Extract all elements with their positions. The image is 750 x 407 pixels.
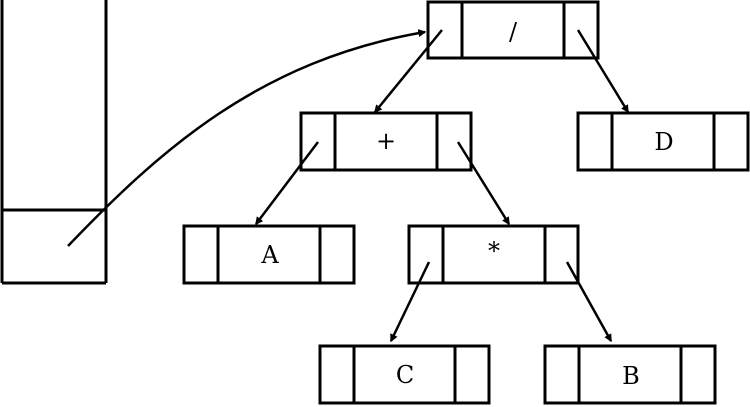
stack (0, 0, 108, 285)
node-plus-label: + (376, 127, 396, 155)
node-d: D (576, 111, 750, 172)
edge-plus-to-times (456, 141, 511, 226)
node-b-label: B (622, 362, 640, 390)
edge-root-to-d (576, 29, 630, 114)
edge-plus-to-a (255, 141, 319, 226)
node-times-label: * (488, 237, 500, 265)
node-d-frame (576, 111, 750, 172)
edge-times-to-c (389, 261, 431, 343)
node-c-frame (318, 344, 491, 405)
node-a: A (182, 224, 356, 285)
node-root: / (426, 0, 600, 60)
node-a-label: A (260, 241, 279, 269)
node-a-frame (182, 224, 356, 285)
node-plus-frame (299, 111, 473, 172)
edge-root-to-plus (374, 29, 443, 114)
node-b: B (543, 344, 717, 405)
edge-stack-slot-to-root (67, 29, 427, 247)
node-c: C (318, 344, 491, 405)
node-c-label: C (396, 361, 414, 389)
node-d-label: D (654, 128, 673, 156)
node-root-label: / (509, 18, 518, 46)
node-b-frame (543, 344, 717, 405)
edge-times-to-b (565, 261, 613, 343)
node-root-frame (426, 0, 600, 60)
node-times-frame (407, 224, 580, 285)
node-times: * (407, 224, 580, 285)
node-plus: + (299, 111, 473, 172)
